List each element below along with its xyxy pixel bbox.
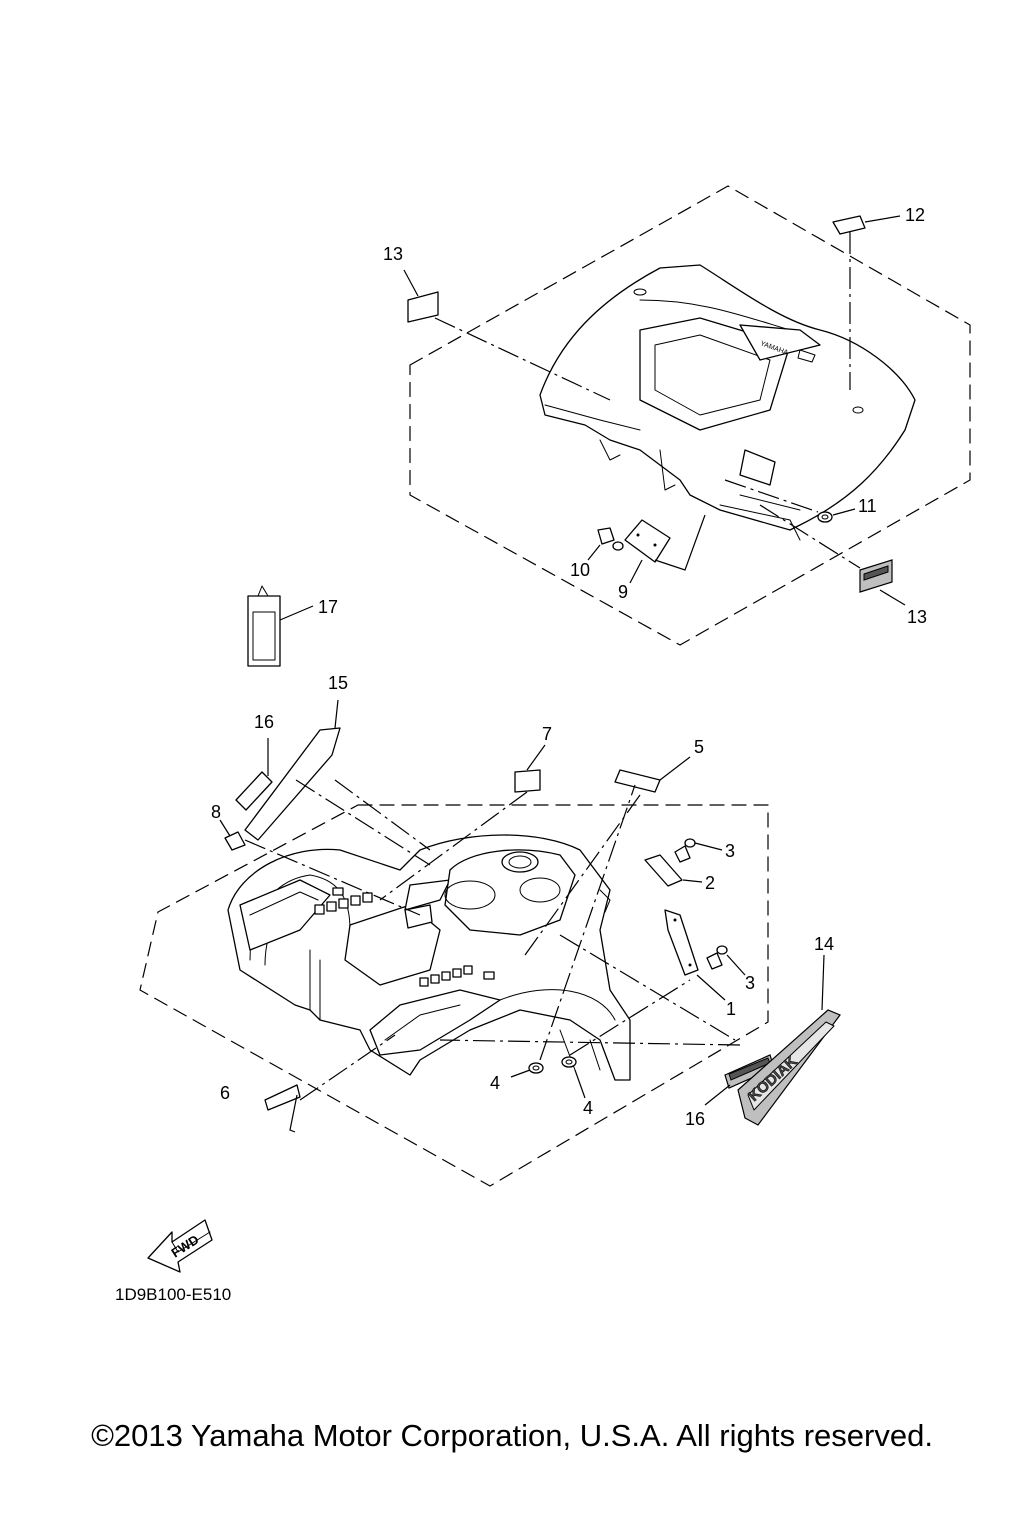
callout-15: 15 (328, 673, 348, 693)
callout-13-lower: 13 (907, 607, 927, 627)
callout-16-lower: 16 (685, 1109, 705, 1129)
forward-arrow-icon: FWD (147, 1219, 213, 1273)
callout-10: 10 (570, 560, 590, 580)
callout-16-upper: 16 (254, 712, 274, 732)
callout-6: 6 (220, 1083, 230, 1103)
leader-13-upper (434, 317, 611, 401)
grommet-4-right (561, 1056, 577, 1068)
vent-row-left (314, 892, 373, 915)
rear-fender: YAMAHA (539, 264, 916, 541)
callout-9: 9 (618, 582, 628, 602)
callout-4-right: 4 (583, 1098, 593, 1118)
callout-3-lower: 3 (745, 973, 755, 993)
rivet-10 (597, 527, 624, 551)
front-fender-group: KODIAK (139, 699, 841, 1187)
rear-group-boundary (409, 185, 971, 646)
vent-row-right (419, 965, 473, 987)
callout-1: 1 (726, 999, 736, 1019)
label-7 (514, 769, 541, 793)
front-fender (227, 834, 631, 1081)
callout-7: 7 (542, 724, 552, 744)
callout-17: 17 (318, 597, 338, 617)
label-16-upper (235, 771, 273, 811)
label-12 (832, 215, 866, 235)
front-group-boundary (139, 804, 769, 1187)
callout-3-upper: 3 (725, 841, 735, 861)
plate-9 (624, 519, 671, 563)
label-17 (247, 585, 314, 667)
grommet-11 (817, 511, 833, 523)
label-5 (614, 769, 661, 793)
callout-11: 11 (858, 496, 877, 516)
rivet-3-upper (674, 838, 696, 863)
label-6 (264, 1084, 301, 1111)
rivet-3-lower (706, 945, 728, 970)
callout-5: 5 (694, 737, 704, 757)
callout-2: 2 (705, 873, 715, 893)
emblem-13-lower (859, 559, 893, 593)
plate-2 (644, 854, 683, 887)
callout-8: 8 (211, 802, 221, 822)
stripe-15 (244, 727, 341, 841)
callout-labels: 12 13 11 10 9 13 17 15 16 7 5 8 3 2 14 3… (211, 205, 927, 1129)
callout-13-upper: 13 (383, 244, 403, 264)
grommet-4-left (528, 1062, 544, 1074)
cap-8 (224, 831, 246, 851)
rear-fender-group: YAMAHA (403, 185, 971, 646)
leader-9 (654, 514, 706, 571)
callout-14: 14 (814, 934, 834, 954)
copyright-notice: ©2013 Yamaha Motor Corporation, U.S.A. A… (91, 1418, 933, 1453)
diagram-code: 1D9B100-E510 (115, 1285, 231, 1304)
callout-4-left: 4 (490, 1073, 500, 1093)
leader-11 (724, 479, 819, 513)
leader-13-lower (759, 504, 861, 569)
callout-12: 12 (905, 205, 925, 225)
panel-1 (664, 909, 699, 976)
label-13-upper (407, 291, 439, 323)
